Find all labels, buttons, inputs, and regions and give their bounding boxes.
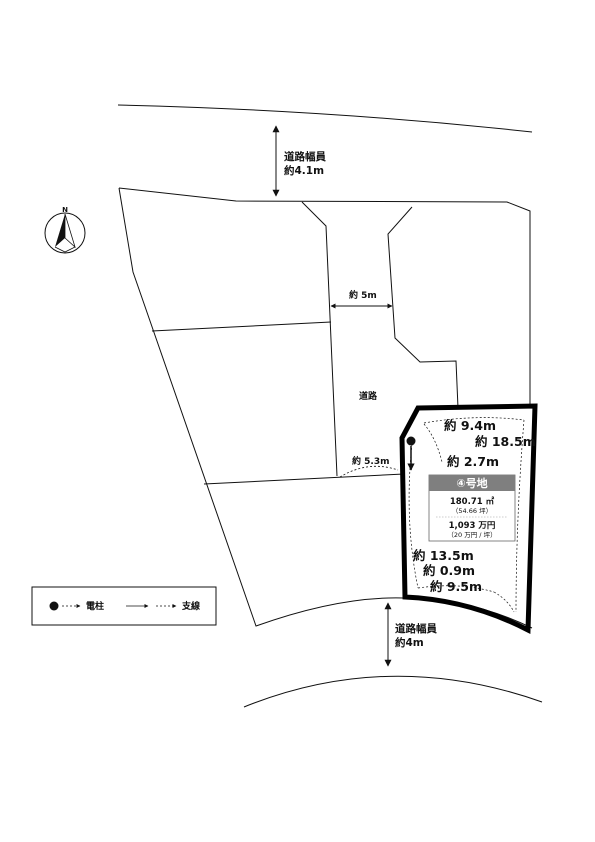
top-road-edge	[117, 104, 533, 133]
dim-bottom: 約 9.5m	[430, 579, 482, 594]
lot-price: 1,093 万円	[449, 521, 496, 531]
dim-inner: 約 2.7m	[447, 454, 499, 469]
bottom-road-edge	[243, 675, 543, 708]
private-road-right-edge	[387, 206, 459, 409]
bottom-road-label: 道路幅員	[395, 622, 437, 635]
legend-guy-label: 支線	[181, 600, 200, 612]
dim-right: 約 18.5m	[475, 434, 536, 449]
lot-divider-2	[203, 473, 405, 485]
legend-pole-icon	[49, 601, 59, 611]
bottom-road-width: 約4m	[395, 636, 424, 649]
top-road-width: 約4.1m	[284, 164, 324, 177]
lot-area-tsubo: （54.66 坪）	[452, 507, 492, 515]
legend: 電柱 支線	[31, 586, 217, 626]
private-road-label: 道路	[359, 390, 378, 402]
lot-4-outline	[399, 403, 538, 635]
parcel-outline	[118, 187, 531, 627]
compass: N	[44, 206, 86, 254]
dim-left: 約 13.5m	[413, 548, 474, 563]
private-road-width-lower: 約 5.3m	[352, 455, 389, 467]
utility-pole-icon	[406, 436, 416, 446]
compass-needle-icon	[55, 214, 65, 247]
lot-divider-1	[151, 321, 332, 332]
lot-area: 180.71 ㎡	[450, 496, 495, 507]
private-road-width-upper: 約 5m	[349, 289, 377, 301]
dim-top: 約 9.4m	[444, 418, 496, 433]
dim-bottom-small: 約 0.9m	[423, 563, 475, 578]
private-road-width-arc-lower	[339, 465, 399, 478]
private-road-left-edge	[301, 201, 338, 477]
lot-number: ④号地	[456, 476, 487, 490]
lot-info-box: ④号地 180.71 ㎡ （54.66 坪） 1,093 万円 （20 万円 /…	[428, 474, 516, 542]
top-road-label: 道路幅員	[284, 150, 326, 163]
legend-pole-label: 電柱	[86, 600, 104, 612]
compass-north: N	[62, 206, 68, 214]
lot-price-per-tsubo: （20 万円 / 坪）	[447, 531, 496, 539]
lot-number-header	[429, 475, 515, 491]
